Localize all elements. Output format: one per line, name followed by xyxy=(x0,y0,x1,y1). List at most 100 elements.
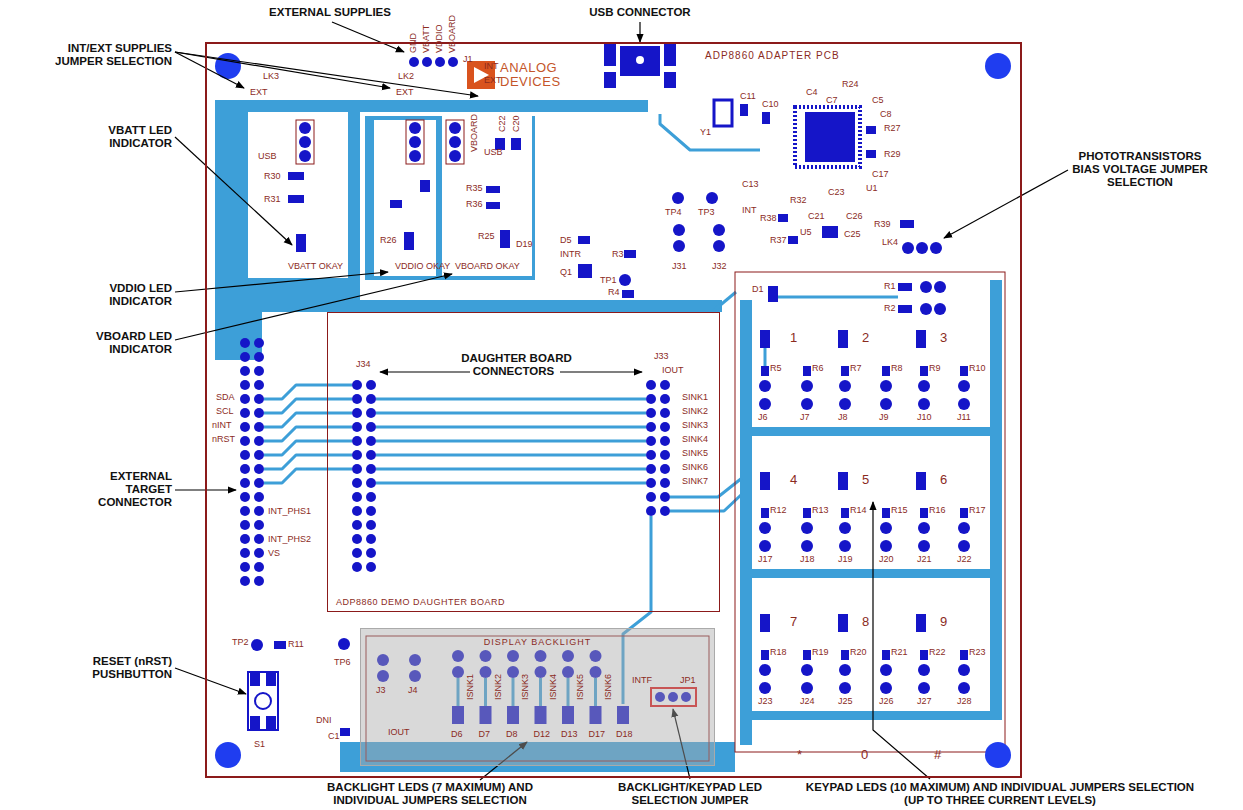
component-pad xyxy=(620,46,660,76)
silkscreen-label: SINK3 xyxy=(682,421,708,431)
silkscreen-outline xyxy=(735,272,1005,752)
copper-trace xyxy=(264,385,352,483)
silkscreen-label: J21 xyxy=(917,555,932,565)
silkscreen-label: C23 xyxy=(828,188,845,198)
silkscreen-label: ISNK1 xyxy=(466,674,476,700)
component-pad xyxy=(238,336,266,588)
component-pad xyxy=(422,57,432,67)
component-pad xyxy=(839,366,851,410)
silkscreen-label: SCL xyxy=(216,407,234,417)
silkscreen-label: SINK5 xyxy=(682,449,708,459)
mounting-hole xyxy=(985,742,1011,768)
silkscreen-label: D12 xyxy=(534,730,551,740)
silkscreen-label: ISNK2 xyxy=(494,674,504,700)
silkscreen-label: J8 xyxy=(838,413,848,423)
component-pad xyxy=(390,200,402,208)
component-pad xyxy=(404,232,414,250)
component-pad xyxy=(350,378,378,574)
silkscreen-label: INTF xyxy=(632,676,652,686)
silkscreen-label: USB xyxy=(484,148,503,158)
silkscreen-label: R26 xyxy=(380,236,397,246)
silkscreen-label: ISNK4 xyxy=(549,674,559,700)
silkscreen-label: R19 xyxy=(812,648,829,658)
component-pad xyxy=(706,192,718,204)
component-pad xyxy=(801,650,813,694)
component-pad xyxy=(274,641,286,649)
silkscreen-label: R32 xyxy=(790,196,807,206)
leader-arrow xyxy=(175,52,390,88)
silkscreen-label: TP3 xyxy=(698,208,715,218)
silkscreen-label: SINK7 xyxy=(682,477,708,487)
component-pad xyxy=(713,224,725,236)
callout-label: DAUGHTER BOARD CONNECTORS xyxy=(425,352,605,378)
copper-trace xyxy=(712,292,736,312)
silkscreen-label: INT xyxy=(484,62,499,72)
component-pad xyxy=(250,672,260,686)
mounting-hole xyxy=(985,53,1011,79)
callout-label: BACKLIGHT LEDS (7 MAXIMUM) AND INDIVIDUA… xyxy=(300,781,560,807)
silkscreen-label: DNI xyxy=(316,716,332,726)
component-pad xyxy=(409,136,421,148)
component-pad xyxy=(500,230,510,248)
component-pad xyxy=(958,366,970,410)
silkscreen-label: J1 xyxy=(463,55,473,65)
component-pad xyxy=(801,508,813,552)
switch-outline xyxy=(714,100,732,126)
silkscreen-label: J22 xyxy=(957,555,972,565)
leader-arrow xyxy=(380,371,470,372)
component-pad xyxy=(934,281,946,293)
silkscreen-label: IOUT xyxy=(388,728,410,738)
component-pad xyxy=(880,366,892,410)
silkscreen-label: INTR xyxy=(560,250,581,260)
silkscreen-label: J27 xyxy=(917,697,932,707)
silkscreen-label: D18 xyxy=(616,730,633,740)
component-pad xyxy=(930,242,942,254)
component-pad xyxy=(578,264,592,278)
copper-trace xyxy=(264,114,898,704)
silkscreen-label: SINK4 xyxy=(682,435,708,445)
silkscreen-label: nINT xyxy=(212,421,232,431)
switch-outline xyxy=(248,672,278,730)
component-pad xyxy=(420,180,430,192)
silkscreen-label: D6 xyxy=(451,730,463,740)
silkscreen-label: TP1 xyxy=(600,276,617,286)
silkscreen-label: D13 xyxy=(561,730,578,740)
mounting-hole xyxy=(215,742,241,768)
silkscreen-label: R13 xyxy=(812,506,829,516)
component-pad xyxy=(713,240,725,252)
silkscreen-label: D8 xyxy=(506,730,518,740)
component-pad xyxy=(296,234,306,252)
component-pad xyxy=(916,472,926,490)
silkscreen-label: C17 xyxy=(872,170,889,180)
silkscreen-label: INT xyxy=(742,206,757,216)
callout-label: VBOARD LED INDICATOR xyxy=(50,330,172,356)
component-pad xyxy=(251,639,263,651)
silkscreen-label: INT_PHS1 xyxy=(268,507,311,517)
component-pad xyxy=(778,214,788,222)
component-pad xyxy=(619,274,631,286)
leader-arrow xyxy=(873,502,930,779)
copper-pour xyxy=(990,280,1002,720)
silkscreen-label: J32 xyxy=(712,262,727,272)
silkscreen-label: R31 xyxy=(264,195,281,205)
silkscreen-label: Q1 xyxy=(560,268,572,278)
silkscreen-label: R11 xyxy=(288,640,304,650)
component-pad xyxy=(604,72,616,88)
silkscreen-label: VDDIO xyxy=(435,24,445,53)
callout-label: USB CONNECTOR xyxy=(540,6,740,19)
component-pad xyxy=(299,150,311,162)
silkscreen-label: R8 xyxy=(891,364,903,374)
silkscreen-label: ISNK3 xyxy=(521,674,531,700)
component-pad xyxy=(916,242,928,254)
silkscreen-label: C21 xyxy=(808,212,825,222)
copper-trace xyxy=(778,296,898,299)
silkscreen-label: U5 xyxy=(800,228,812,238)
silkscreen-label: R38 xyxy=(760,214,777,224)
silkscreen-label: J11 xyxy=(957,413,971,423)
component-pad xyxy=(486,186,500,193)
component-pad xyxy=(338,638,350,650)
component-pad xyxy=(880,508,892,552)
silkscreen-label: J6 xyxy=(758,413,768,423)
keypad-symbol: 2 xyxy=(862,331,869,345)
